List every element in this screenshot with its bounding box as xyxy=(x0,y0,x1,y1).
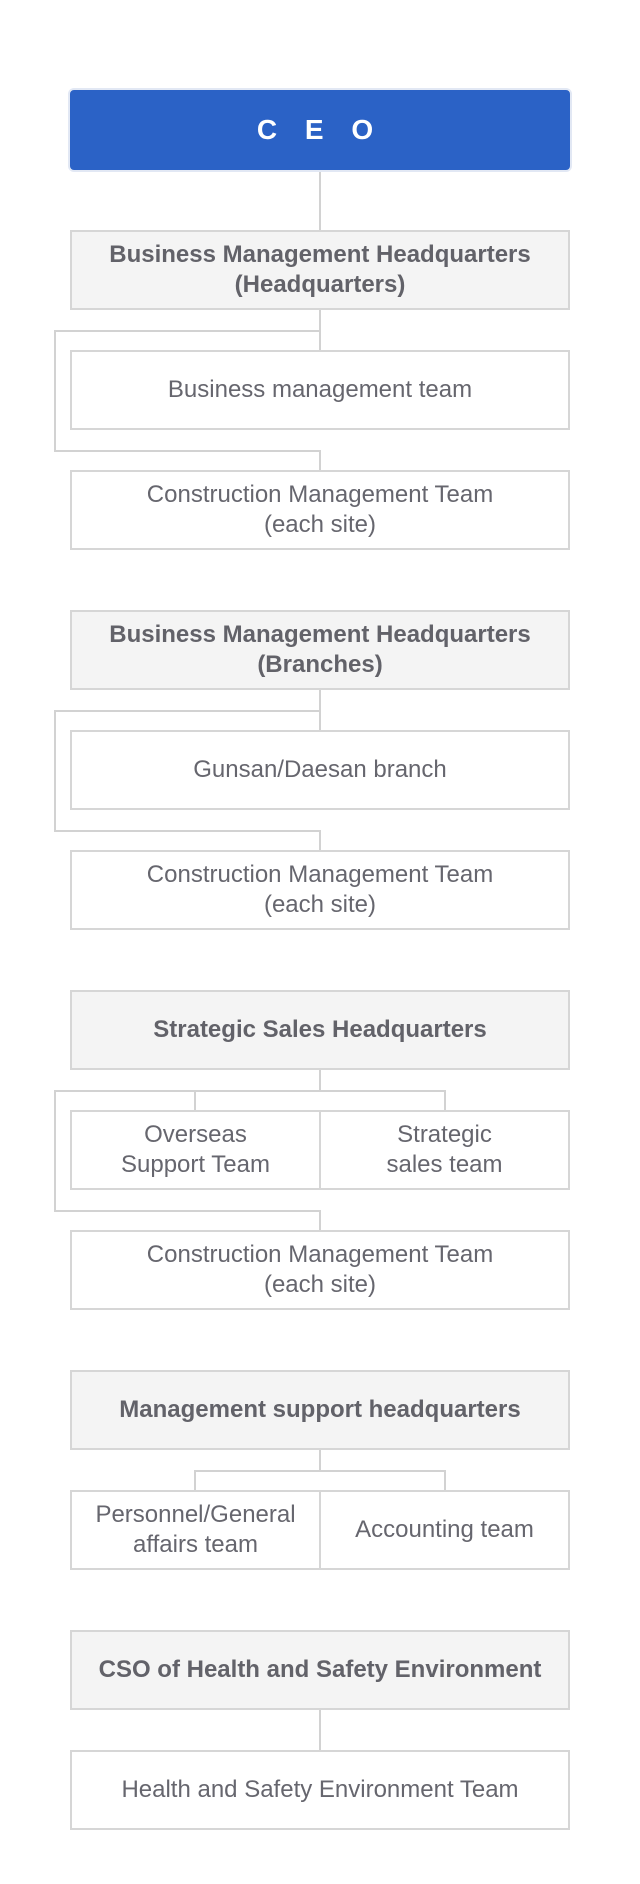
connector-d1-side xyxy=(54,330,56,452)
connector-d1-stem xyxy=(319,308,321,350)
connector-d2-drop xyxy=(319,830,321,850)
team-label: Strategic sales team xyxy=(386,1121,503,1178)
ceo-label: C E O xyxy=(256,114,384,145)
connector-d4-tick-right xyxy=(444,1470,446,1490)
connector-d2-side xyxy=(54,710,56,832)
division-title: Business Management Headquarters (Branch… xyxy=(109,621,531,678)
team-label: Personnel/General affairs team xyxy=(95,1501,296,1558)
connector-d3-bottom xyxy=(54,1210,321,1212)
division-header-branches: Business Management Headquarters (Branch… xyxy=(70,610,570,690)
team-box-accounting: Accounting team xyxy=(319,1490,570,1570)
team-box-gunsan-daesan-branch: Gunsan/Daesan branch xyxy=(70,730,570,810)
division-title: Business Management Headquarters (Headqu… xyxy=(109,241,531,298)
connector-ceo-to-hq xyxy=(319,172,321,230)
connector-d3-tick-right xyxy=(444,1090,446,1110)
connector-d2-top xyxy=(54,710,321,712)
team-box-construction-management: Construction Management Team (each site) xyxy=(70,850,570,930)
team-label: Construction Management Team (each site) xyxy=(146,1241,494,1298)
team-label: Construction Management Team (each site) xyxy=(146,481,494,538)
division-title: Strategic Sales Headquarters xyxy=(153,1016,487,1043)
team-box-personnel-general-affairs: Personnel/General affairs team xyxy=(70,1490,321,1570)
connector-d2-bottom xyxy=(54,830,321,832)
ceo-box: C E O xyxy=(68,88,572,172)
connector-d4-tick-left xyxy=(194,1470,196,1490)
connector-d3-side xyxy=(54,1090,56,1212)
connector-d4-top xyxy=(194,1470,446,1472)
team-label: Gunsan/Daesan branch xyxy=(193,756,447,783)
division-title: Management support headquarters xyxy=(119,1396,521,1423)
team-box-construction-management: Construction Management Team (each site) xyxy=(70,470,570,550)
division-header-management-support: Management support headquarters xyxy=(70,1370,570,1450)
division-title: CSO of Health and Safety Environment xyxy=(98,1656,542,1683)
team-box-construction-management: Construction Management Team (each site) xyxy=(70,1230,570,1310)
connector-d5-stem xyxy=(319,1708,321,1750)
connector-d3-drop xyxy=(319,1210,321,1230)
division-header-cso-hse: CSO of Health and Safety Environment xyxy=(70,1630,570,1710)
team-label: Health and Safety Environment Team xyxy=(121,1776,519,1803)
connector-d1-drop xyxy=(319,450,321,470)
connector-d1-top xyxy=(54,330,321,332)
connector-d3-top xyxy=(54,1090,446,1092)
team-box-hse: Health and Safety Environment Team xyxy=(70,1750,570,1830)
connector-d3-tick-left xyxy=(194,1090,196,1110)
team-box-strategic-sales: Strategic sales team xyxy=(319,1110,570,1190)
connector-d3-stem xyxy=(319,1068,321,1090)
team-label: Overseas Support Team xyxy=(121,1121,270,1178)
connector-d1-bottom xyxy=(54,450,321,452)
division-header-headquarters: Business Management Headquarters (Headqu… xyxy=(70,230,570,310)
team-label: Construction Management Team (each site) xyxy=(146,861,494,918)
connector-d4-stem xyxy=(319,1448,321,1470)
team-box-business-management: Business management team xyxy=(70,350,570,430)
team-box-overseas-support: Overseas Support Team xyxy=(70,1110,321,1190)
division-header-strategic-sales: Strategic Sales Headquarters xyxy=(70,990,570,1070)
team-label: Accounting team xyxy=(355,1516,534,1543)
team-label: Business management team xyxy=(167,376,473,403)
connector-d2-stem xyxy=(319,688,321,730)
